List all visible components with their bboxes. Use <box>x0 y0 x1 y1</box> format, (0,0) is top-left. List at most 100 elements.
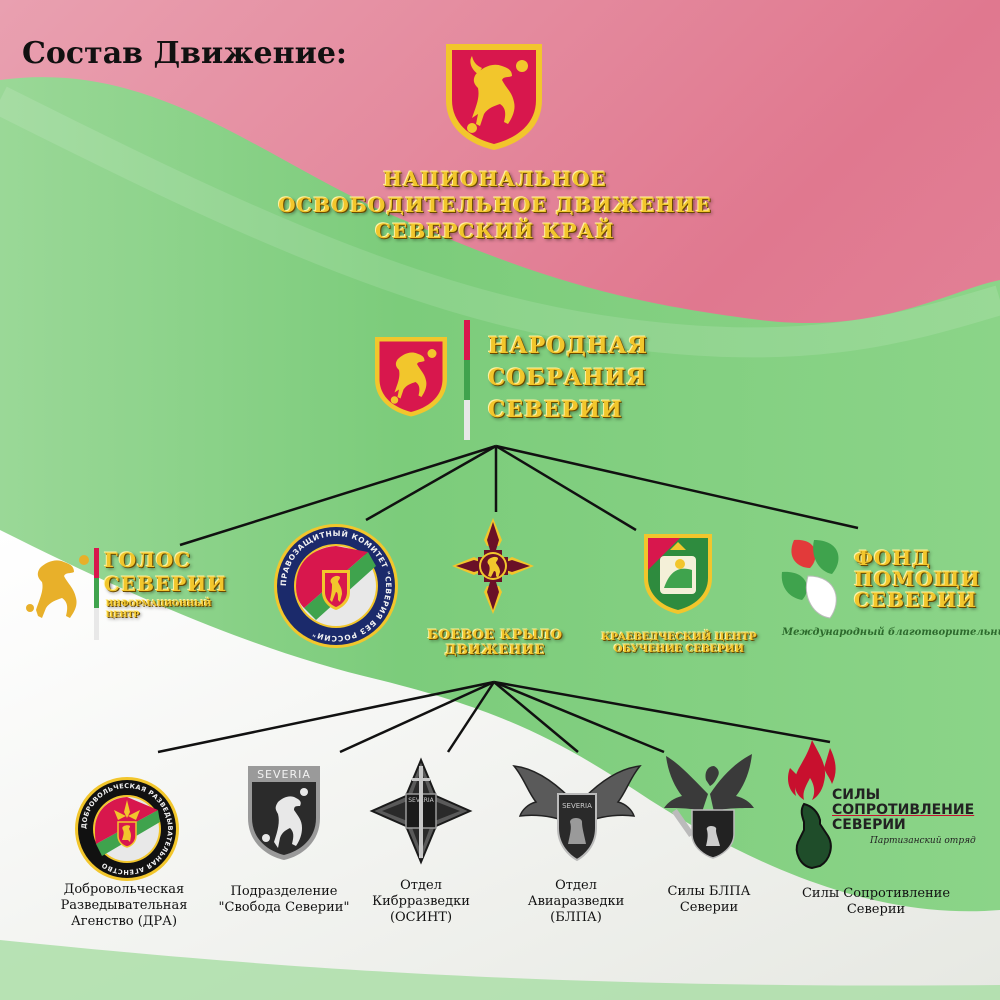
line-to-resistance <box>493 680 831 744</box>
horse-icon <box>470 56 515 126</box>
freedom-shield-text: SEVERIA <box>257 768 311 781</box>
line-to-history <box>495 444 637 532</box>
assembly-title-line: СЕВЕРИИ <box>488 397 623 423</box>
sun-icon <box>390 396 399 404</box>
voice-subtitle-line: ИНФОРМАЦИОННЫЙ <box>106 598 212 608</box>
osint-caption-line: (ОСИНТ) <box>389 910 453 925</box>
dra-caption-line: Агенство (ДРА) <box>70 914 178 929</box>
local-history-shield <box>644 534 712 614</box>
committee-seal: ПРАВОЗАЩИТНЫЙ КОМИТЕТ "СЕВЕРИЯ БЕЗ РОССИ… <box>274 524 398 648</box>
dra-caption-line: Добровольческая <box>63 882 185 897</box>
assembly-title-line: НАРОДНАЯ <box>488 333 649 359</box>
fund-leaves-logo <box>781 539 839 619</box>
uav-caption: Силы БЛПА Северии <box>644 884 774 916</box>
local-history-label: КРАЕВЕДЧЕСКИЙ ЦЕНТР ОБУЧЕНИЕ СЕВЕРИИ <box>594 632 764 656</box>
voice-subtitle-line: ЦЕНТР <box>106 609 140 619</box>
line-to-committee <box>365 444 497 522</box>
line-to-uav <box>493 680 665 754</box>
uav-forces-emblem <box>664 754 754 859</box>
resistance-caption: Силы Сопротивление Северии <box>786 886 966 918</box>
movement-title: НАЦИОНАЛЬНОЕ ОСВОБОДИТЕЛЬНОЕ ДВИЖЕНИЕ СЕ… <box>250 166 740 244</box>
freedom-caption-line: Подразделение <box>230 884 338 899</box>
dra-seal: ДОБРОВОЛЬЧЕСКАЯ РАЗВЕДЫВАТЕЛЬНАЯ АГЕНСТВ… <box>75 777 179 881</box>
local-history-label-line: ОБУЧЕНИЕ СЕВЕРИИ <box>613 644 745 655</box>
movement-coat-of-arms <box>446 44 542 150</box>
freedom-shield: SEVERIA <box>248 766 320 860</box>
wings-icon <box>512 765 642 821</box>
bottle-icon <box>795 802 832 870</box>
flame-icon <box>788 740 836 800</box>
line-to-voice <box>179 444 497 547</box>
aerial-badge-text: SEVERIA <box>562 802 592 810</box>
eagle-icon <box>664 754 754 812</box>
resistance-caption-line: Силы Сопротивление <box>801 886 951 901</box>
dra-caption: Добровольческая Разведывательная Агенств… <box>44 882 204 930</box>
dra-caption-line: Разведывательная <box>60 898 188 913</box>
resistance-title: СИЛЫ СОПРОТИВЛЕНИЕ СЕВЕРИИ <box>832 788 974 833</box>
horse-icon <box>330 575 342 602</box>
sun-icon <box>26 555 89 612</box>
sun-icon <box>262 788 308 842</box>
fund-title-line: ПОМОЩИ <box>854 567 981 591</box>
voice-title-line: СЕВЕРИИ <box>104 572 228 596</box>
local-history-label-line: КРАЕВЕДЧЕСКИЙ ЦЕНТР <box>601 632 757 643</box>
horse-icon <box>487 556 500 578</box>
osint-caption-line: Отдел <box>400 878 442 893</box>
flag-stripe-divider <box>464 320 470 440</box>
sun-icon <box>675 559 685 569</box>
freedom-caption-line: "Свобода Северии" <box>218 900 350 915</box>
horse-icon <box>274 796 302 848</box>
fund-title: ФОНД ПОМОЩИ СЕВЕРИИ <box>854 548 981 611</box>
fund-title-line: ФОНД <box>854 546 932 570</box>
molotov-icon <box>788 740 836 870</box>
fund-title-line: СЕВЕРИИ <box>854 588 978 612</box>
movement-title-line: НАЦИОНАЛЬНОЕ <box>383 167 607 191</box>
aerial-caption-line: (БЛПА) <box>550 910 602 925</box>
leaf-icon <box>791 539 816 568</box>
voice-subtitle: ИНФОРМАЦИОННЫЙ ЦЕНТР <box>106 598 212 620</box>
aerial-caption: Отдел Авиаразведки (БЛПА) <box>506 878 646 926</box>
leaf-icon <box>781 571 808 600</box>
resistance-title-line: СЕВЕРИИ <box>832 817 906 833</box>
osint-caption: Отдел Кибрразведки (ОСИНТ) <box>366 878 476 926</box>
line-to-dra <box>157 680 495 754</box>
assembly-title: НАРОДНАЯ СОБРАНИЯ СЕВЕРИИ <box>488 330 648 426</box>
freedom-caption: Подразделение "Свобода Северии" <box>194 884 374 916</box>
voice-title-line: ГОЛОС <box>104 548 192 572</box>
sun-icon <box>427 349 437 358</box>
aerial-caption-line: Авиаразведки <box>527 894 625 909</box>
page-heading: Состав Движение: <box>22 36 347 71</box>
assembly-title-line: СОБРАНИЯ <box>488 365 647 391</box>
sun-icon <box>467 60 528 133</box>
resistance-subtitle: Партизанский отряд <box>870 836 976 846</box>
voice-horse-logo <box>26 555 89 618</box>
combat-wing-label-line: БОЕВОЕ КРЫЛО <box>427 628 563 643</box>
horse-icon <box>394 352 427 399</box>
line-to-fund <box>495 444 859 530</box>
resistance-title-line: СОПРОТИВЛЕНИЕ <box>832 802 975 818</box>
line-to-osint <box>446 681 496 753</box>
line-to-aerial <box>493 681 579 753</box>
sword-icon <box>671 808 695 838</box>
aerial-recon-badge: SEVERIA <box>512 765 642 862</box>
uav-caption-line: Северии <box>679 900 739 915</box>
resistance-title-line: СИЛЫ <box>832 787 881 803</box>
horse-icon <box>568 818 586 844</box>
line-to-freedom <box>339 680 495 754</box>
sword-icon <box>419 766 423 858</box>
aerial-caption-line: Отдел <box>555 878 597 893</box>
horse-icon <box>36 560 77 618</box>
combat-wing-label: БОЕВОЕ КРЫЛО ДВИЖЕНИЕ <box>410 628 580 658</box>
resistance-caption-line: Северии <box>846 902 906 917</box>
voice-title: ГОЛОС СЕВЕРИИ <box>104 548 227 596</box>
assembly-coat-of-arms <box>375 337 447 417</box>
osint-caption-line: Кибрразведки <box>372 894 470 909</box>
star-icon <box>114 800 140 820</box>
leaf-icon <box>813 540 839 574</box>
voice-stripe-divider <box>94 548 99 640</box>
leaf-icon <box>806 575 837 619</box>
horse-icon <box>706 826 720 846</box>
combat-wing-cross <box>452 518 534 614</box>
combat-wing-label-line: ДВИЖЕНИЕ <box>444 643 546 658</box>
